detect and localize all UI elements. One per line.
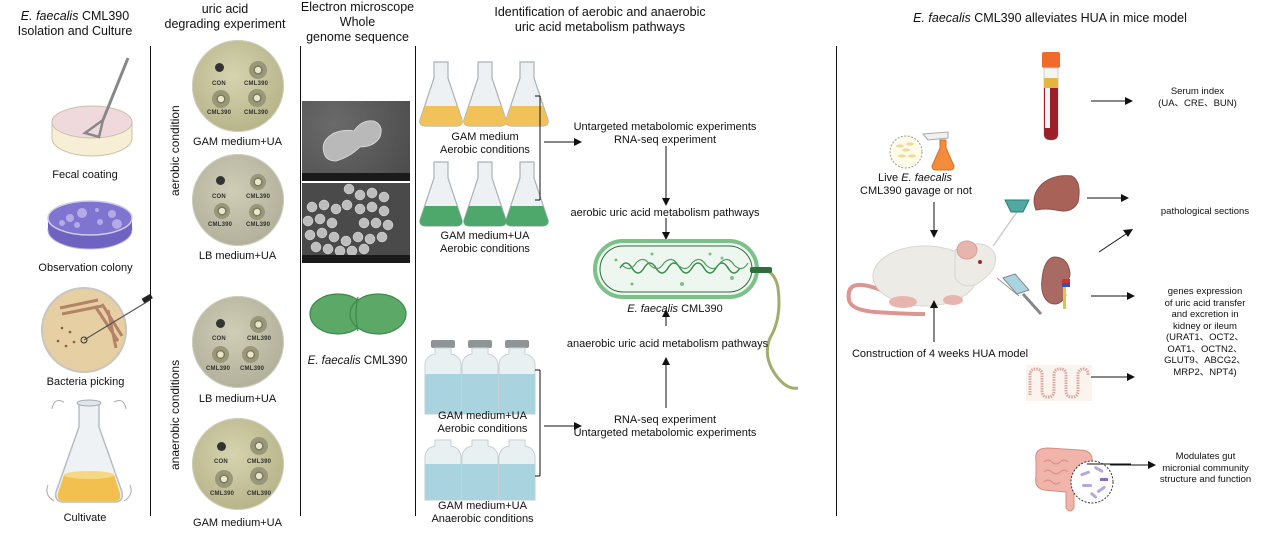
- flasks-gam-ua-aerobic-icon: [419, 161, 549, 227]
- flask-group-2-label: GAM medium+UA Aerobic conditions: [440, 230, 530, 255]
- well-con: [217, 442, 226, 451]
- aerobic-condition-label: aerobic condition: [168, 105, 182, 196]
- plate-aerobic-lb-caption: LB medium+UA: [198, 250, 277, 262]
- diplococcus-icon: [309, 293, 407, 335]
- step-fecal-coating: Fecal coating: [52, 169, 118, 181]
- step-observation-colony: Observation colony: [38, 262, 133, 274]
- divider-2: [300, 46, 301, 516]
- gut-modulation-label: Modulates gut micronial community struct…: [1159, 451, 1252, 485]
- well-cml390: [214, 203, 230, 219]
- gut-microbiota-icon: [1035, 447, 1114, 512]
- ileum-icon: [1026, 365, 1092, 401]
- well-con: [216, 176, 225, 185]
- serum-index-label: Serum index (UA、CRE、BUN): [1158, 86, 1237, 109]
- microscope-title: Electron microscope Whole genome sequenc…: [300, 0, 415, 44]
- step-cultivate: Cultivate: [63, 512, 107, 524]
- well-cml390: [250, 316, 267, 333]
- divider-4: [836, 46, 837, 516]
- gavage-label: Live E. faecalis CML390 gavage or not: [860, 172, 972, 197]
- well-cml390: [249, 61, 267, 79]
- bacterium-icon: [593, 239, 799, 390]
- isolation-title-species: E. faecalis: [20, 9, 79, 23]
- divider-3: [415, 46, 416, 516]
- well-cml390: [250, 174, 266, 190]
- plate-anaerobic-gam-caption: GAM medium+UA: [193, 517, 282, 529]
- isolation-title: E. faecalis CML390 Isolation and Culture: [17, 9, 133, 38]
- bottle-group-2-label: GAM medium+UA Anaerobic conditions: [431, 500, 534, 525]
- well-cml390: [212, 346, 229, 363]
- plate-aerobic-lb: CON CML390 CML390 CML390: [192, 154, 284, 246]
- flasks-gam-aerobic-icon: [419, 61, 549, 127]
- bottles-gam-ua-anaerobic-icon: [424, 439, 536, 501]
- kidney-icon: [1041, 256, 1071, 309]
- mouse-icon: [846, 199, 1043, 316]
- well-cml390: [215, 470, 233, 488]
- well-con: [216, 319, 225, 328]
- bracket-arrow-top: [535, 95, 582, 201]
- cultivate-flask-icon: [46, 399, 132, 503]
- plate-aerobic-gam: CON CML390 CML390 CML390: [192, 40, 284, 132]
- liver-icon: [1033, 175, 1080, 212]
- sem-image-single: [302, 101, 410, 181]
- sem-cluster-icon: [302, 183, 410, 263]
- well-cml390: [242, 346, 259, 363]
- bottle-group-1-label: GAM medium+UA Aerobic conditions: [437, 410, 528, 435]
- gavage-culture-icon: [889, 131, 955, 171]
- bottles-gam-ua-aerobic-icon: [424, 340, 536, 415]
- well-cml390: [250, 467, 268, 485]
- plate-anaerobic-lb: CON CML390 CML390 CML390: [192, 296, 284, 388]
- well-cml390: [212, 90, 230, 108]
- bottom-experiments: RNA-seq experiment Untargeted metabolomi…: [573, 414, 757, 439]
- well-cml390: [250, 437, 268, 455]
- plate-anaerobic-lb-caption: LB medium+UA: [198, 393, 277, 405]
- flow-arrows-center: [662, 146, 670, 408]
- blood-tube-icon: [1042, 52, 1060, 141]
- well-cml390: [248, 89, 266, 107]
- divider-1: [150, 46, 151, 516]
- anaerobic-conditions-label: anaerobic conditions: [168, 359, 182, 470]
- fecal-coating-dish-icon: [51, 57, 133, 157]
- well-con: [215, 63, 224, 72]
- anaerobic-pathway-label: anaerobic uric acid metabolism pathways: [566, 338, 769, 350]
- plate-anaerobic-gam: CON CML390 CML390 CML390: [192, 418, 284, 510]
- step-bacteria-picking: Bacteria picking: [46, 376, 125, 388]
- bacteria-picking-dish-icon: [41, 287, 153, 373]
- top-experiments: Untargeted metabolomic experiments RNA-s…: [573, 121, 757, 146]
- pathways-title: Identification of aerobic and anaerobic …: [494, 5, 706, 34]
- flask-group-1-label: GAM medium Aerobic conditions: [440, 131, 530, 156]
- microscope-caption: E. faecalis CML390: [307, 355, 408, 367]
- gut-arrow: [1110, 461, 1156, 469]
- aerobic-pathway-label: aerobic uric acid metabolism pathways: [570, 207, 760, 219]
- pathology-label: pathological sections: [1160, 206, 1250, 217]
- colony-dish-icon: [47, 200, 133, 250]
- plate-aerobic-gam-caption: GAM medium+UA: [193, 136, 282, 148]
- bacterium-label: E. faecalis CML390: [627, 303, 723, 315]
- well-cml390: [249, 204, 265, 220]
- degrading-title: uric acid degrading experiment: [164, 2, 286, 31]
- hua-model-label: Construction of 4 weeks HUA model: [851, 348, 1029, 360]
- bracket-arrow-bottom: [535, 369, 582, 477]
- sem-cell-pair-icon: [302, 120, 410, 181]
- mice-title: E. faecalis CML390 alleviates HUA in mic…: [913, 11, 1187, 25]
- model-arrow: [930, 300, 938, 342]
- result-arrows: [1087, 97, 1135, 465]
- genes-expression-label: genes expression of uric acid transfer a…: [1164, 286, 1246, 378]
- sem-image-cluster: [302, 183, 410, 263]
